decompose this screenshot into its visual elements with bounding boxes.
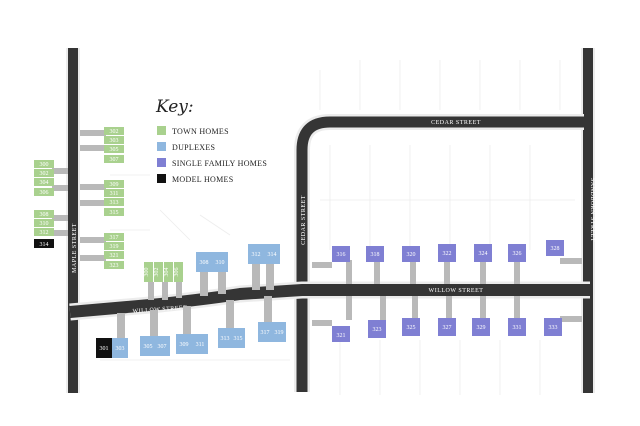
model-home-301 xyxy=(96,338,112,358)
lot-label: 311 xyxy=(110,191,119,197)
model-home-314 xyxy=(34,239,54,248)
lot-grid xyxy=(100,60,575,395)
lot-label: 307 xyxy=(110,157,119,163)
lot-label: 314 xyxy=(268,252,277,258)
lot-label: 305 xyxy=(110,147,119,153)
lot-label: 324 xyxy=(479,251,488,257)
lot-label: 321 xyxy=(337,333,346,339)
willow-street-west-label: WILLOW STREET xyxy=(132,305,187,315)
duplexes xyxy=(112,244,286,358)
lot-label: 317 xyxy=(261,330,270,336)
lot-label: 309 xyxy=(180,342,189,348)
lot-label: 301 xyxy=(100,346,109,352)
lot-label: 320 xyxy=(407,252,416,258)
lot-label: 315 xyxy=(110,210,119,216)
town-homes xyxy=(34,127,183,282)
lot-label: 331 xyxy=(513,325,522,331)
lot-label: 302 xyxy=(40,171,49,177)
lot-label: 311 xyxy=(196,342,205,348)
lot-label: 333 xyxy=(549,325,558,331)
lot-label: 317 xyxy=(110,235,119,241)
lot-label: 322 xyxy=(443,251,452,257)
key-duplexes-label: DUPLEXES xyxy=(172,143,215,152)
lot-label: 319 xyxy=(275,330,284,336)
town-homes-swatch xyxy=(157,126,166,135)
lot-label: 304 xyxy=(40,180,49,186)
lot-label: 306 xyxy=(40,190,49,196)
key-title: Key: xyxy=(155,97,194,117)
cedar-street-label: CEDAR STREET xyxy=(431,120,481,126)
driveways xyxy=(52,130,582,339)
lot-label: 312 xyxy=(40,230,49,236)
lot-label: 303 xyxy=(116,346,125,352)
roads xyxy=(66,48,595,393)
lot-label: 315 xyxy=(234,336,243,342)
willow-street-east-label: WILLOW STREET xyxy=(429,288,484,294)
lot-label: 302 xyxy=(110,129,119,135)
lot-label: 302 xyxy=(154,268,160,277)
key-town-homes-label: TOWN HOMES xyxy=(172,127,229,136)
lot-label: 304 xyxy=(164,268,170,277)
maple-street-label: MAPLE STREET xyxy=(72,223,78,273)
model-homes-swatch xyxy=(157,174,166,183)
lot-label: 319 xyxy=(110,244,119,250)
lot-label: 316 xyxy=(337,252,346,258)
lot-label: 308 xyxy=(40,212,49,218)
lot-label: 321 xyxy=(110,253,119,259)
sandborn-street-label: SANDBORN STREET xyxy=(589,178,595,242)
lot-label: 309 xyxy=(110,182,119,188)
lot-label: 300 xyxy=(40,162,49,168)
lot-label: 308 xyxy=(200,260,209,266)
lot-label: 312 xyxy=(252,252,261,258)
lot-label: 307 xyxy=(158,344,167,350)
lot-label: 329 xyxy=(477,325,486,331)
lot-label: 306 xyxy=(174,268,180,277)
lot-label: 305 xyxy=(144,344,153,350)
single-family-swatch xyxy=(157,158,166,167)
cedar-street-vertical-label: CEDAR STREET xyxy=(301,195,307,245)
single-family-homes xyxy=(332,240,564,342)
lot-label: 313 xyxy=(110,200,119,206)
lot-label: 310 xyxy=(216,260,225,266)
key-model-homes-label: MODEL HOMES xyxy=(172,175,233,184)
lot-label: 328 xyxy=(551,246,560,252)
lot-label: 310 xyxy=(40,221,49,227)
lot-label: 314 xyxy=(40,242,49,248)
key-single-family-label: SINGLE FAMILY HOMES xyxy=(172,159,267,168)
lot-label: 323 xyxy=(110,263,119,269)
lot-label: 313 xyxy=(221,336,230,342)
duplexes-swatch xyxy=(157,142,166,151)
lot-label: 300 xyxy=(144,268,150,277)
lot-label: 325 xyxy=(407,325,416,331)
map-key: Key: TOWN HOMES DUPLEXES SINGLE FAMILY H… xyxy=(155,97,267,184)
lot-label: 318 xyxy=(371,252,380,258)
lot-label: 326 xyxy=(513,251,522,257)
lot-label: 327 xyxy=(443,325,452,331)
lot-label: 303 xyxy=(110,138,119,144)
lot-label: 323 xyxy=(373,327,382,333)
